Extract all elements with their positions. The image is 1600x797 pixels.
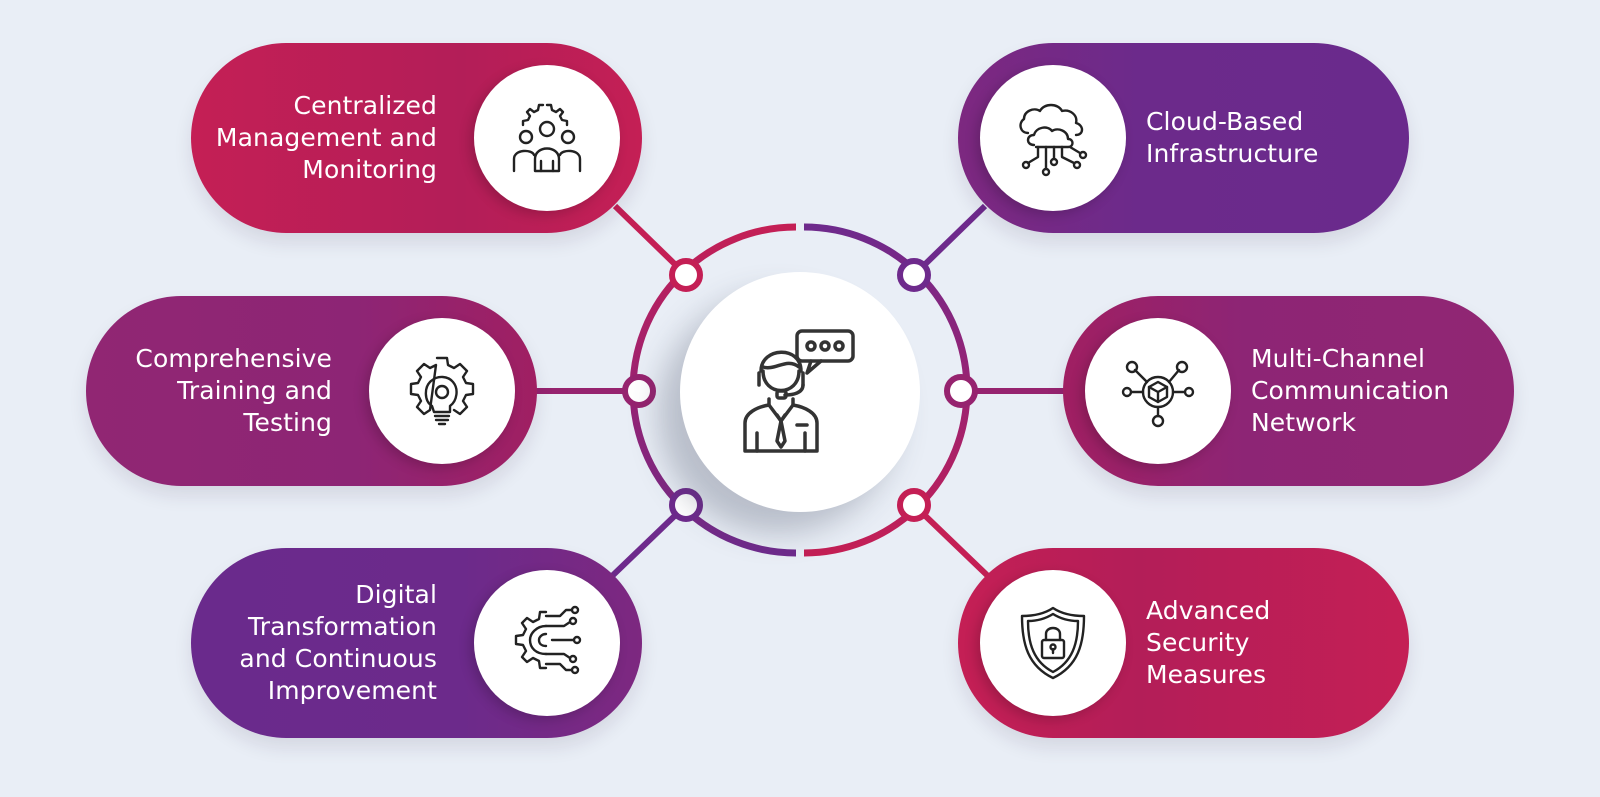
item-digital-label: Digital Transformation and Continuous Im… <box>239 579 437 707</box>
center-hub <box>680 272 920 512</box>
item-digital: Digital Transformation and Continuous Im… <box>191 548 642 738</box>
label-line: and Continuous <box>239 644 437 673</box>
spoke-security <box>911 502 993 581</box>
ring-node-centralized <box>669 258 703 292</box>
ring-node-training <box>622 374 656 408</box>
label-line: Measures <box>1146 660 1267 689</box>
item-digital-icon-circle <box>474 570 620 716</box>
label-line: Advanced <box>1146 596 1271 625</box>
label-line: Management and <box>215 123 437 152</box>
item-cloud: Cloud-Based Infrastructure <box>958 43 1409 233</box>
cloud-network-icon <box>1019 103 1088 177</box>
label-line: Transformation <box>248 612 437 641</box>
item-multichannel-label: Multi-Channel Communication Network <box>1251 343 1449 439</box>
item-security-label: Advanced Security Measures <box>1146 595 1270 691</box>
label-line: Improvement <box>267 676 437 705</box>
item-training-label: Comprehensive Training and Testing <box>135 343 332 439</box>
item-centralized-icon-circle <box>474 65 620 211</box>
label-line: Digital <box>355 580 437 609</box>
item-cloud-icon-circle <box>980 65 1126 211</box>
cube-network-icon <box>1121 360 1195 428</box>
digital-gear-circuit-icon <box>514 605 582 675</box>
item-centralized-label: Centralized Management and Monitoring <box>216 90 437 186</box>
label-line: Comprehensive <box>135 344 332 373</box>
item-security: Advanced Security Measures <box>958 548 1409 738</box>
item-cloud-label: Cloud-Based Infrastructure <box>1146 106 1318 170</box>
customer-support-agent-icon <box>743 329 855 453</box>
label-line: Security <box>1146 628 1250 657</box>
gear-lightbulb-icon <box>409 356 475 426</box>
shield-lock-icon <box>1020 606 1086 680</box>
item-multichannel: Multi-Channel Communication Network <box>1063 296 1514 486</box>
item-training-icon-circle <box>369 318 515 464</box>
label-line: Infrastructure <box>1146 139 1319 168</box>
label-line: Centralized <box>293 91 437 120</box>
item-centralized: Centralized Management and Monitoring <box>191 43 642 233</box>
item-multichannel-icon-circle <box>1085 318 1231 464</box>
label-line: Communication <box>1251 376 1450 405</box>
label-line: Multi-Channel <box>1251 344 1426 373</box>
item-training: Comprehensive Training and Testing <box>86 296 537 486</box>
ring-node-security <box>897 488 931 522</box>
label-line: Network <box>1251 408 1357 437</box>
ring-node-multichannel <box>944 374 978 408</box>
label-line: Cloud-Based <box>1146 107 1304 136</box>
label-line: Monitoring <box>302 155 437 184</box>
ring-node-cloud <box>897 258 931 292</box>
item-security-icon-circle <box>980 570 1126 716</box>
label-line: Training and <box>177 376 332 405</box>
team-gear-icon <box>512 103 582 173</box>
label-line: Testing <box>243 408 332 437</box>
ring-node-digital <box>669 488 703 522</box>
